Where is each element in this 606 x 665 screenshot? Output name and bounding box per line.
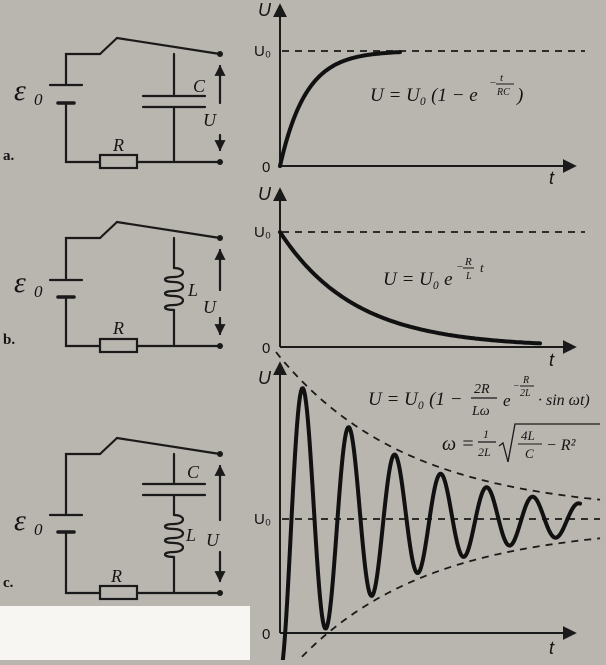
graph-c-upper-envelope (275, 351, 601, 501)
graph-a-y-label: U (258, 0, 272, 20)
graph-a-origin: 0 (262, 159, 270, 176)
circuit-a-emf-sub: 0 (34, 90, 43, 109)
graph-c-omega-formula: ω = 1 2L 4L C − R² (442, 423, 600, 463)
svg-text:): ) (516, 85, 523, 106)
circuit-c-battery (48, 513, 84, 534)
circuit-c-capacitor-label: C (187, 462, 200, 482)
circuit-c-wire (64, 436, 222, 595)
circuit-a-switch (98, 36, 119, 56)
svg-text:U = U₀ e: U = U₀ e (383, 269, 453, 290)
circuit-a-voltage-label: U (203, 110, 217, 130)
circuit-b-inductor (163, 266, 185, 312)
svg-text:−: − (489, 77, 496, 89)
graph-b-formula: U = U₀ e − R L t (383, 256, 484, 290)
graph-b-curve (278, 230, 542, 346)
circuit-c-resistor-label: R (110, 566, 122, 586)
graph-b: U t 0 U₀ U = U₀ e − R L t (254, 184, 585, 370)
circuit-b: ε 0 L R U b. (3, 220, 226, 354)
circuit-b-voltage-label: U (203, 297, 217, 317)
svg-text:U = U₀ (1 −: U = U₀ (1 − (368, 389, 463, 410)
circuit-c-emf: ε (14, 504, 26, 537)
graph-a-curve (278, 50, 402, 168)
circuit-a-label: a. (3, 148, 15, 164)
graph-b-level-label: U₀ (254, 224, 271, 241)
circuit-a-terminal-bottom (217, 159, 223, 165)
graph-a-formula: U = U₀ (1 − e − t RC ) (370, 72, 523, 106)
circuit-a: ε 0 C R U a. (3, 36, 226, 170)
svg-text:RC: RC (496, 87, 510, 98)
circuit-b-terminal-bottom (217, 343, 223, 349)
circuit-a-terminal-top (217, 51, 223, 57)
svg-text:− R²: − R² (546, 437, 577, 454)
circuit-b-terminal-top (217, 235, 223, 241)
circuit-c-resistor (98, 584, 139, 601)
svg-text:· sin ωt): · sin ωt) (538, 392, 590, 409)
svg-text:Lω: Lω (471, 404, 490, 419)
circuit-c-inductor-label: L (185, 525, 196, 545)
circuit-b-resistor-label: R (112, 318, 124, 338)
circuit-a-capacitor (141, 94, 207, 109)
svg-text:2L: 2L (478, 445, 491, 459)
svg-text:−: − (456, 261, 463, 273)
circuit-b-resistor (98, 337, 139, 354)
graph-b-origin: 0 (262, 340, 270, 357)
blank-corner (0, 606, 250, 660)
graph-c-lower-envelope (292, 537, 601, 665)
circuit-a-emf: ε (14, 74, 26, 107)
graph-a-x-label: t (549, 168, 555, 188)
graph-c: U t 0 U₀ U = U₀ (1 − 2R Lω e − R 2L · si… (254, 351, 601, 665)
graph-c-y-label: U (258, 368, 272, 388)
circuit-c: ε 0 C L R U c. (3, 436, 226, 601)
graph-c-x-label: t (549, 638, 555, 658)
circuit-a-capacitor-label: C (193, 76, 206, 96)
svg-text:4L: 4L (521, 428, 535, 443)
graph-b-y-label: U (258, 184, 272, 204)
circuit-b-battery (48, 278, 84, 299)
graph-a: U t 0 U₀ U = U₀ (1 − e − t RC ) (254, 0, 585, 188)
graph-c-level-label: U₀ (254, 511, 271, 528)
circuit-c-inductor (163, 513, 185, 559)
circuit-c-switch (98, 436, 119, 456)
svg-text:1: 1 (483, 427, 489, 441)
svg-text:t: t (480, 260, 484, 275)
circuit-b-wire (64, 220, 222, 348)
graph-c-origin: 0 (262, 626, 270, 643)
graph-c-curve (280, 386, 582, 665)
graph-c-formula: U = U₀ (1 − 2R Lω e − R 2L · sin ωt) (368, 375, 590, 419)
circuit-b-emf-sub: 0 (34, 282, 43, 301)
circuit-b-inductor-label: L (187, 280, 198, 300)
circuit-c-capacitor (141, 482, 207, 497)
graph-b-x-label: t (549, 350, 555, 370)
circuit-b-emf: ε (14, 266, 26, 299)
circuit-c-terminal-bottom (217, 590, 223, 596)
circuit-c-voltage-label: U (206, 530, 220, 550)
circuit-a-battery (48, 83, 84, 105)
svg-text:L: L (465, 271, 472, 282)
svg-text:ω =: ω = (442, 433, 475, 455)
circuit-c-terminal-top (217, 451, 223, 457)
circuit-b-label: b. (3, 332, 15, 348)
svg-text:R: R (464, 256, 472, 268)
graph-a-level-label: U₀ (254, 43, 271, 60)
svg-text:R: R (522, 375, 529, 386)
svg-text:t: t (500, 72, 504, 84)
svg-text:U = U₀ (1 − e: U = U₀ (1 − e (370, 85, 478, 106)
circuit-a-resistor (98, 153, 139, 170)
svg-text:2R: 2R (474, 382, 490, 397)
svg-text:C: C (525, 446, 534, 461)
circuit-b-switch (98, 220, 119, 240)
circuit-a-resistor-label: R (112, 135, 124, 155)
circuit-a-wire (64, 36, 222, 164)
circuit-c-label: c. (3, 575, 14, 591)
svg-text:2L: 2L (520, 388, 531, 399)
circuit-c-emf-sub: 0 (34, 520, 43, 539)
svg-text:−: − (513, 381, 520, 392)
svg-text:e: e (503, 391, 511, 410)
